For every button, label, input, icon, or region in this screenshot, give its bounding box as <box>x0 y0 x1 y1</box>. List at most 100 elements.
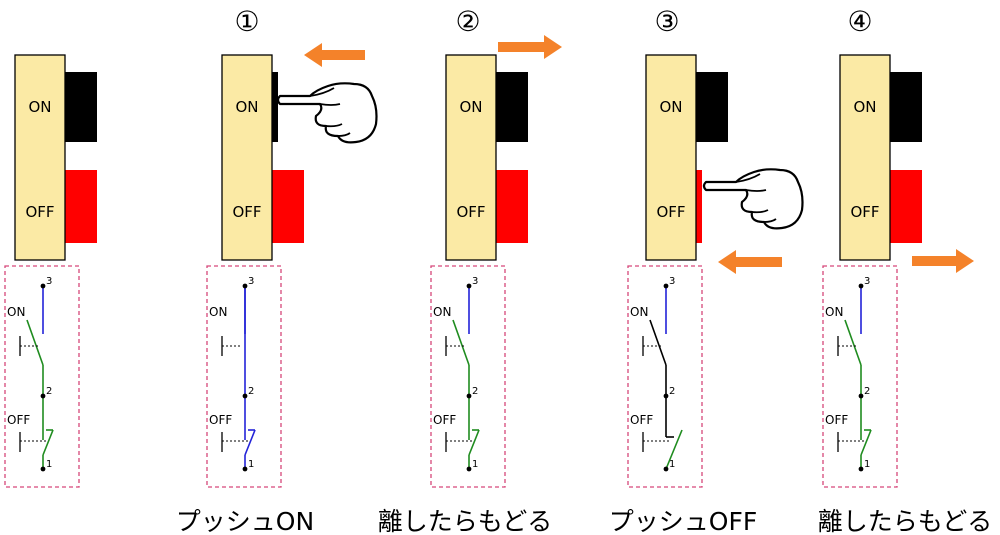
circuit-off-label: OFF <box>630 413 653 427</box>
terminal-dot <box>466 393 472 399</box>
on-label: ON <box>659 98 682 116</box>
terminal-dot <box>466 283 472 289</box>
circuit-on-label: ON <box>825 305 843 319</box>
switch-housing <box>14 54 66 261</box>
on-button <box>63 72 97 142</box>
off-contact-lever <box>42 429 54 456</box>
off-button <box>494 170 528 243</box>
off-button <box>270 170 304 243</box>
off-contact-lever <box>860 429 872 456</box>
terminal-dot <box>858 466 864 472</box>
step-caption: 離したらもどる <box>378 507 553 535</box>
arrow-icon <box>498 35 562 59</box>
terminal-dot <box>663 283 669 289</box>
off-label: OFF <box>456 203 485 221</box>
on-button <box>494 72 528 142</box>
terminal-label: 2 <box>46 386 52 397</box>
terminal-label: 3 <box>864 276 870 287</box>
off-button <box>63 170 97 243</box>
off-contact-lever <box>244 429 256 456</box>
terminal-dot <box>40 393 46 399</box>
on-contact-lever <box>452 319 470 366</box>
step-caption: プッシュOFF <box>609 507 757 535</box>
off-button <box>694 170 702 243</box>
terminal-label: 3 <box>46 276 52 287</box>
on-contact-lever <box>844 319 862 366</box>
on-button <box>270 72 278 142</box>
terminal-dot <box>858 393 864 399</box>
switch-housing <box>445 54 497 261</box>
terminal-label: 2 <box>669 386 675 397</box>
step-2: ② ON OFF 3 2 1 ON OFF 離したらもどる <box>378 5 562 535</box>
circuit-frame <box>4 265 80 488</box>
off-contact-lever <box>468 429 480 456</box>
off-label: OFF <box>656 203 685 221</box>
terminal-dot <box>242 283 248 289</box>
terminal-label: 1 <box>46 459 52 470</box>
terminal-dot <box>242 466 248 472</box>
terminal-label: 2 <box>864 386 870 397</box>
switch-housing <box>839 54 891 261</box>
pointing-hand-icon <box>702 168 804 230</box>
terminal-dot <box>663 393 669 399</box>
step-number: ② <box>455 5 480 38</box>
on-label: ON <box>853 98 876 116</box>
switch-housing <box>221 54 273 261</box>
circuit-on-label: ON <box>7 305 25 319</box>
on-button <box>888 72 922 142</box>
terminal-dot <box>242 393 248 399</box>
circuit-on-label: ON <box>433 305 451 319</box>
step-number: ③ <box>654 5 679 38</box>
circuit-off-label: OFF <box>433 413 456 427</box>
arrow-icon <box>304 43 365 67</box>
terminal-label: 2 <box>248 386 254 397</box>
terminal-dot <box>40 466 46 472</box>
circuit-schematic: 3 2 1 ON OFF <box>430 265 506 488</box>
terminal-label: 2 <box>472 386 478 397</box>
switch-housing <box>645 54 697 261</box>
step-caption: プッシュON <box>176 507 314 535</box>
terminal-label: 3 <box>669 276 675 287</box>
circuit-frame <box>206 265 282 488</box>
on-label: ON <box>459 98 482 116</box>
circuit-off-label: OFF <box>825 413 848 427</box>
terminal-label: 1 <box>472 459 478 470</box>
off-contact-lever <box>665 429 683 470</box>
circuit-on-label: ON <box>209 305 227 319</box>
terminal-label: 3 <box>248 276 254 287</box>
arrow-icon <box>718 250 782 274</box>
arrow-icon <box>912 249 974 273</box>
terminal-dot <box>858 283 864 289</box>
circuit-schematic: 3 2 1 ON OFF <box>4 265 80 488</box>
circuit-on-label: ON <box>630 305 648 319</box>
circuit-frame <box>430 265 506 488</box>
step-3: ③ ON OFF 3 2 1 ON OFF プッシュOFF <box>609 5 804 535</box>
terminal-label: 1 <box>669 459 675 470</box>
circuit-frame <box>627 265 703 488</box>
terminal-label: 1 <box>864 459 870 470</box>
terminal-label: 3 <box>472 276 478 287</box>
terminal-label: 1 <box>248 459 254 470</box>
terminal-dot <box>40 283 46 289</box>
circuit-schematic: 3 2 1 ON OFF <box>627 265 703 488</box>
circuit-off-label: OFF <box>7 413 30 427</box>
terminal-dot <box>663 466 669 472</box>
pointing-hand-icon <box>276 82 378 144</box>
on-button <box>694 72 728 142</box>
off-button <box>888 170 922 243</box>
step-number: ④ <box>847 5 872 38</box>
off-label: OFF <box>850 203 879 221</box>
on-contact-lever <box>26 319 44 366</box>
on-contact-lever <box>649 319 667 366</box>
terminal-dot <box>466 466 472 472</box>
off-label: OFF <box>232 203 261 221</box>
on-label: ON <box>235 98 258 116</box>
step-number: ① <box>234 5 259 38</box>
circuit-schematic: 3 2 1 ON OFF <box>822 265 898 488</box>
circuit-frame <box>822 265 898 488</box>
